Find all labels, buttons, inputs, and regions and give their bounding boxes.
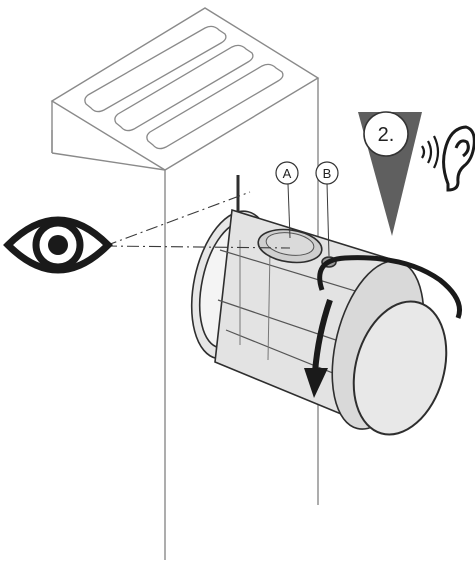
callout-a: A: [275, 161, 299, 185]
ear-icon: [442, 125, 475, 192]
step-indicator: 2.: [358, 111, 422, 236]
callout-leaders: [287, 182, 330, 257]
rotation-arrow-icon: [304, 255, 462, 398]
step-label: 2.: [378, 124, 395, 146]
sound-waves-icon: [421, 135, 440, 169]
sight-lines: [104, 191, 291, 249]
actuator-body: [190, 208, 448, 436]
callout-a-label: A: [283, 166, 292, 181]
vent-slots: [84, 25, 284, 150]
callout-b: B: [315, 161, 339, 185]
callout-b-label: B: [323, 166, 332, 181]
eye-icon: [3, 216, 113, 274]
